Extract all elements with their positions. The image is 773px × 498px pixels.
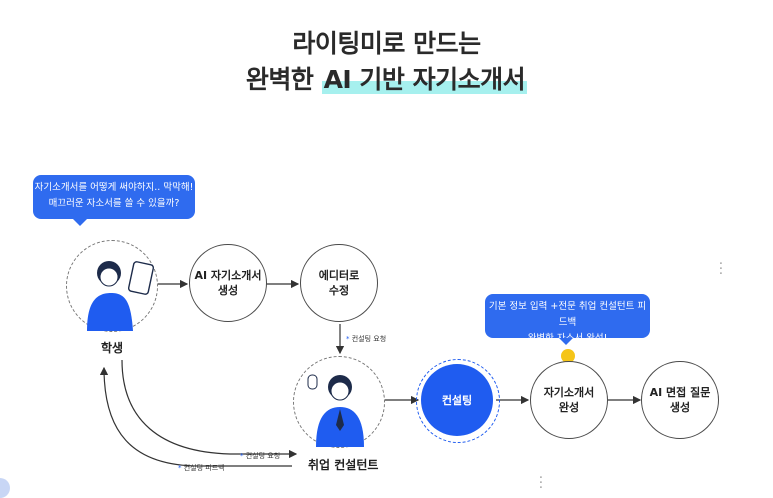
student-speech-bubble: 자기소개서를 어떻게 써야하지.. 막막해! 매끄러운 자소서를 쓸 수 있을까… [33,175,195,226]
complete-bubble-line2: 완벽한 자소서 완성! [527,333,608,344]
editor-node-line2: 수정 [328,284,350,297]
corner-decoration [0,478,10,498]
complete-node-line1: 자기소개서 [543,386,595,399]
consulting-label: 컨설팅 [441,393,473,407]
consultant-illustration-icon [307,374,364,447]
student-label: 학생 [101,341,124,355]
more-options-icon[interactable]: ··· [538,471,544,496]
ai-node-line1: AI 자기소개서 [194,269,262,282]
editor-node-line1: 에디터로 [318,269,360,282]
consult-request-label-top: * 컨설팅 요청 [346,335,387,343]
student-bubble-line2: 매끄러운 자소서를 쓸 수 있을까? [48,198,180,209]
consult-feedback-label: * 컨설팅 피드백 [178,464,225,472]
arrow-student-request [121,359,298,459]
diagram-title-line2: 완벽한 AI 기반 자기소개서 [0,60,773,96]
consulting-node: 컨설팅 [421,364,493,436]
more-options-icon[interactable]: ··· [718,257,724,282]
consulting-ring [416,359,500,443]
student-bubble-line1: 자기소개서를 어떻게 써야하지.. 막막해! [34,182,194,193]
student-node [66,240,158,332]
complete-speech-bubble: 기본 정보 입력 +전문 취업 컨설턴트 피드백 완벽한 자소서 완성! [485,294,650,345]
consultant-node [293,356,385,448]
complete-bubble-line1: 기본 정보 입력 +전문 취업 컨설턴트 피드백 [488,301,647,328]
title-highlight: AI 기반 자기소개서 [321,65,528,94]
diagram-title-line1: 라이팅미로 만드는 [292,29,481,58]
title-prefix: 완벽한 [245,65,322,94]
student-illustration-icon [87,261,155,331]
complete-node-line2: 완성 [558,401,580,414]
consult-request-label-bottom: * 컨설팅 요청 [240,452,281,460]
ai-node-line2: 생성 [217,284,239,297]
interview-node-line1: AI 면접 질문 [649,386,711,399]
interview-node-line2: 생성 [669,401,691,414]
arrow-consultant-feedback [99,366,292,467]
consultant-label: 취업 컨설턴트 [308,458,379,472]
